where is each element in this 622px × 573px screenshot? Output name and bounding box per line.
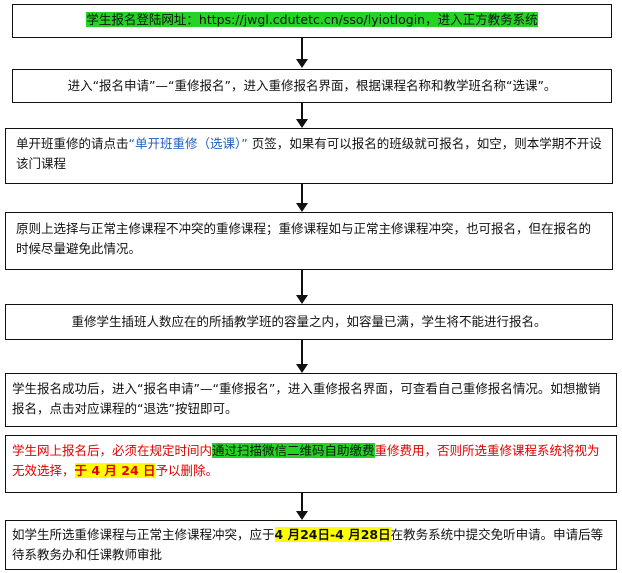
step-8-box: 如学生所选重修课程与正常主修课程冲突，应于4 月24日-4 月28日在教务系统中… (5, 520, 617, 570)
step-8-part2: 在教务系统中提交免听申请。申请后等待系教务办和任课教师审批 (12, 527, 604, 562)
step-7-part3: 予以删除。 (155, 463, 219, 478)
wechat-qr-payment-highlight: 通过扫描微信二维码自助缴费 (212, 443, 375, 458)
step-3-suffix: 页签，如果有可以报名的班级就可报名，如空，则本学期不开设该门课程 (16, 136, 602, 171)
arrow-7 (296, 493, 308, 520)
step-1-box: 学生报名登陆网址：https://jwgl.cdutetc.cn/sso/lyi… (12, 4, 612, 38)
arrow-2 (296, 103, 308, 128)
deletion-date-highlight: 于 4 月 24 日 (74, 463, 156, 478)
step-2-box: 进入“报名申请”—“重修报名”，进入重修报名界面，根据课程名称和教学班名称“选课… (12, 69, 612, 103)
arrow-4 (296, 270, 308, 304)
arrow-5 (296, 340, 308, 373)
step-2-text: 进入“报名申请”—“重修报名”，进入重修报名界面，根据课程名称和教学班名称“选课… (67, 78, 557, 93)
step-7-part1: 学生网上报名后，必须在规定时间内 (12, 443, 213, 458)
single-class-retake-tab-link: “单开班重修（选课）” (128, 136, 248, 151)
step-4-text: 原则上选择与正常主修课程不冲突的重修课程；重修课程如与正常主修课程冲突，也可报名… (16, 221, 592, 256)
step-7-part2: 重修费用，否则所选重修课程系统将视为无效选择， (12, 443, 600, 478)
step-4-box: 原则上选择与正常主修课程不冲突的重修课程；重修课程如与正常主修课程冲突，也可报名… (5, 212, 613, 270)
step-3-box: 单开班重修的请点击“单开班重修（选课）” 页签，如果有可以报名的班级就可报名，如… (5, 128, 613, 184)
step-6-text: 学生报名成功后，进入“报名申请”—“重修报名”，进入重修报名界面，可查看自己重修… (12, 381, 601, 416)
exemption-dates-highlight: 4 月24日-4 月28日 (274, 527, 391, 542)
step-3-prefix: 单开班重修的请点击 (16, 136, 129, 151)
step-5-box: 重修学生插班人数应在的所插教学班的容量之内，如容量已满，学生将不能进行报名。 (5, 304, 613, 340)
step-7-box: 学生网上报名后，必须在规定时间内通过扫描微信二维码自助缴费重修费用，否则所选重修… (5, 435, 617, 493)
arrow-1 (296, 38, 308, 68)
step-8-part1: 如学生所选重修课程与正常主修课程冲突，应于 (12, 527, 275, 542)
arrow-3 (296, 184, 308, 212)
step-6-box: 学生报名成功后，进入“报名申请”—“重修报名”，进入重修报名界面，可查看自己重修… (5, 373, 617, 427)
step-5-text: 重修学生插班人数应在的所插教学班的容量之内，如容量已满，学生将不能进行报名。 (71, 314, 547, 329)
step-1-text: 学生报名登陆网址：https://jwgl.cdutetc.cn/sso/lyi… (86, 12, 538, 27)
